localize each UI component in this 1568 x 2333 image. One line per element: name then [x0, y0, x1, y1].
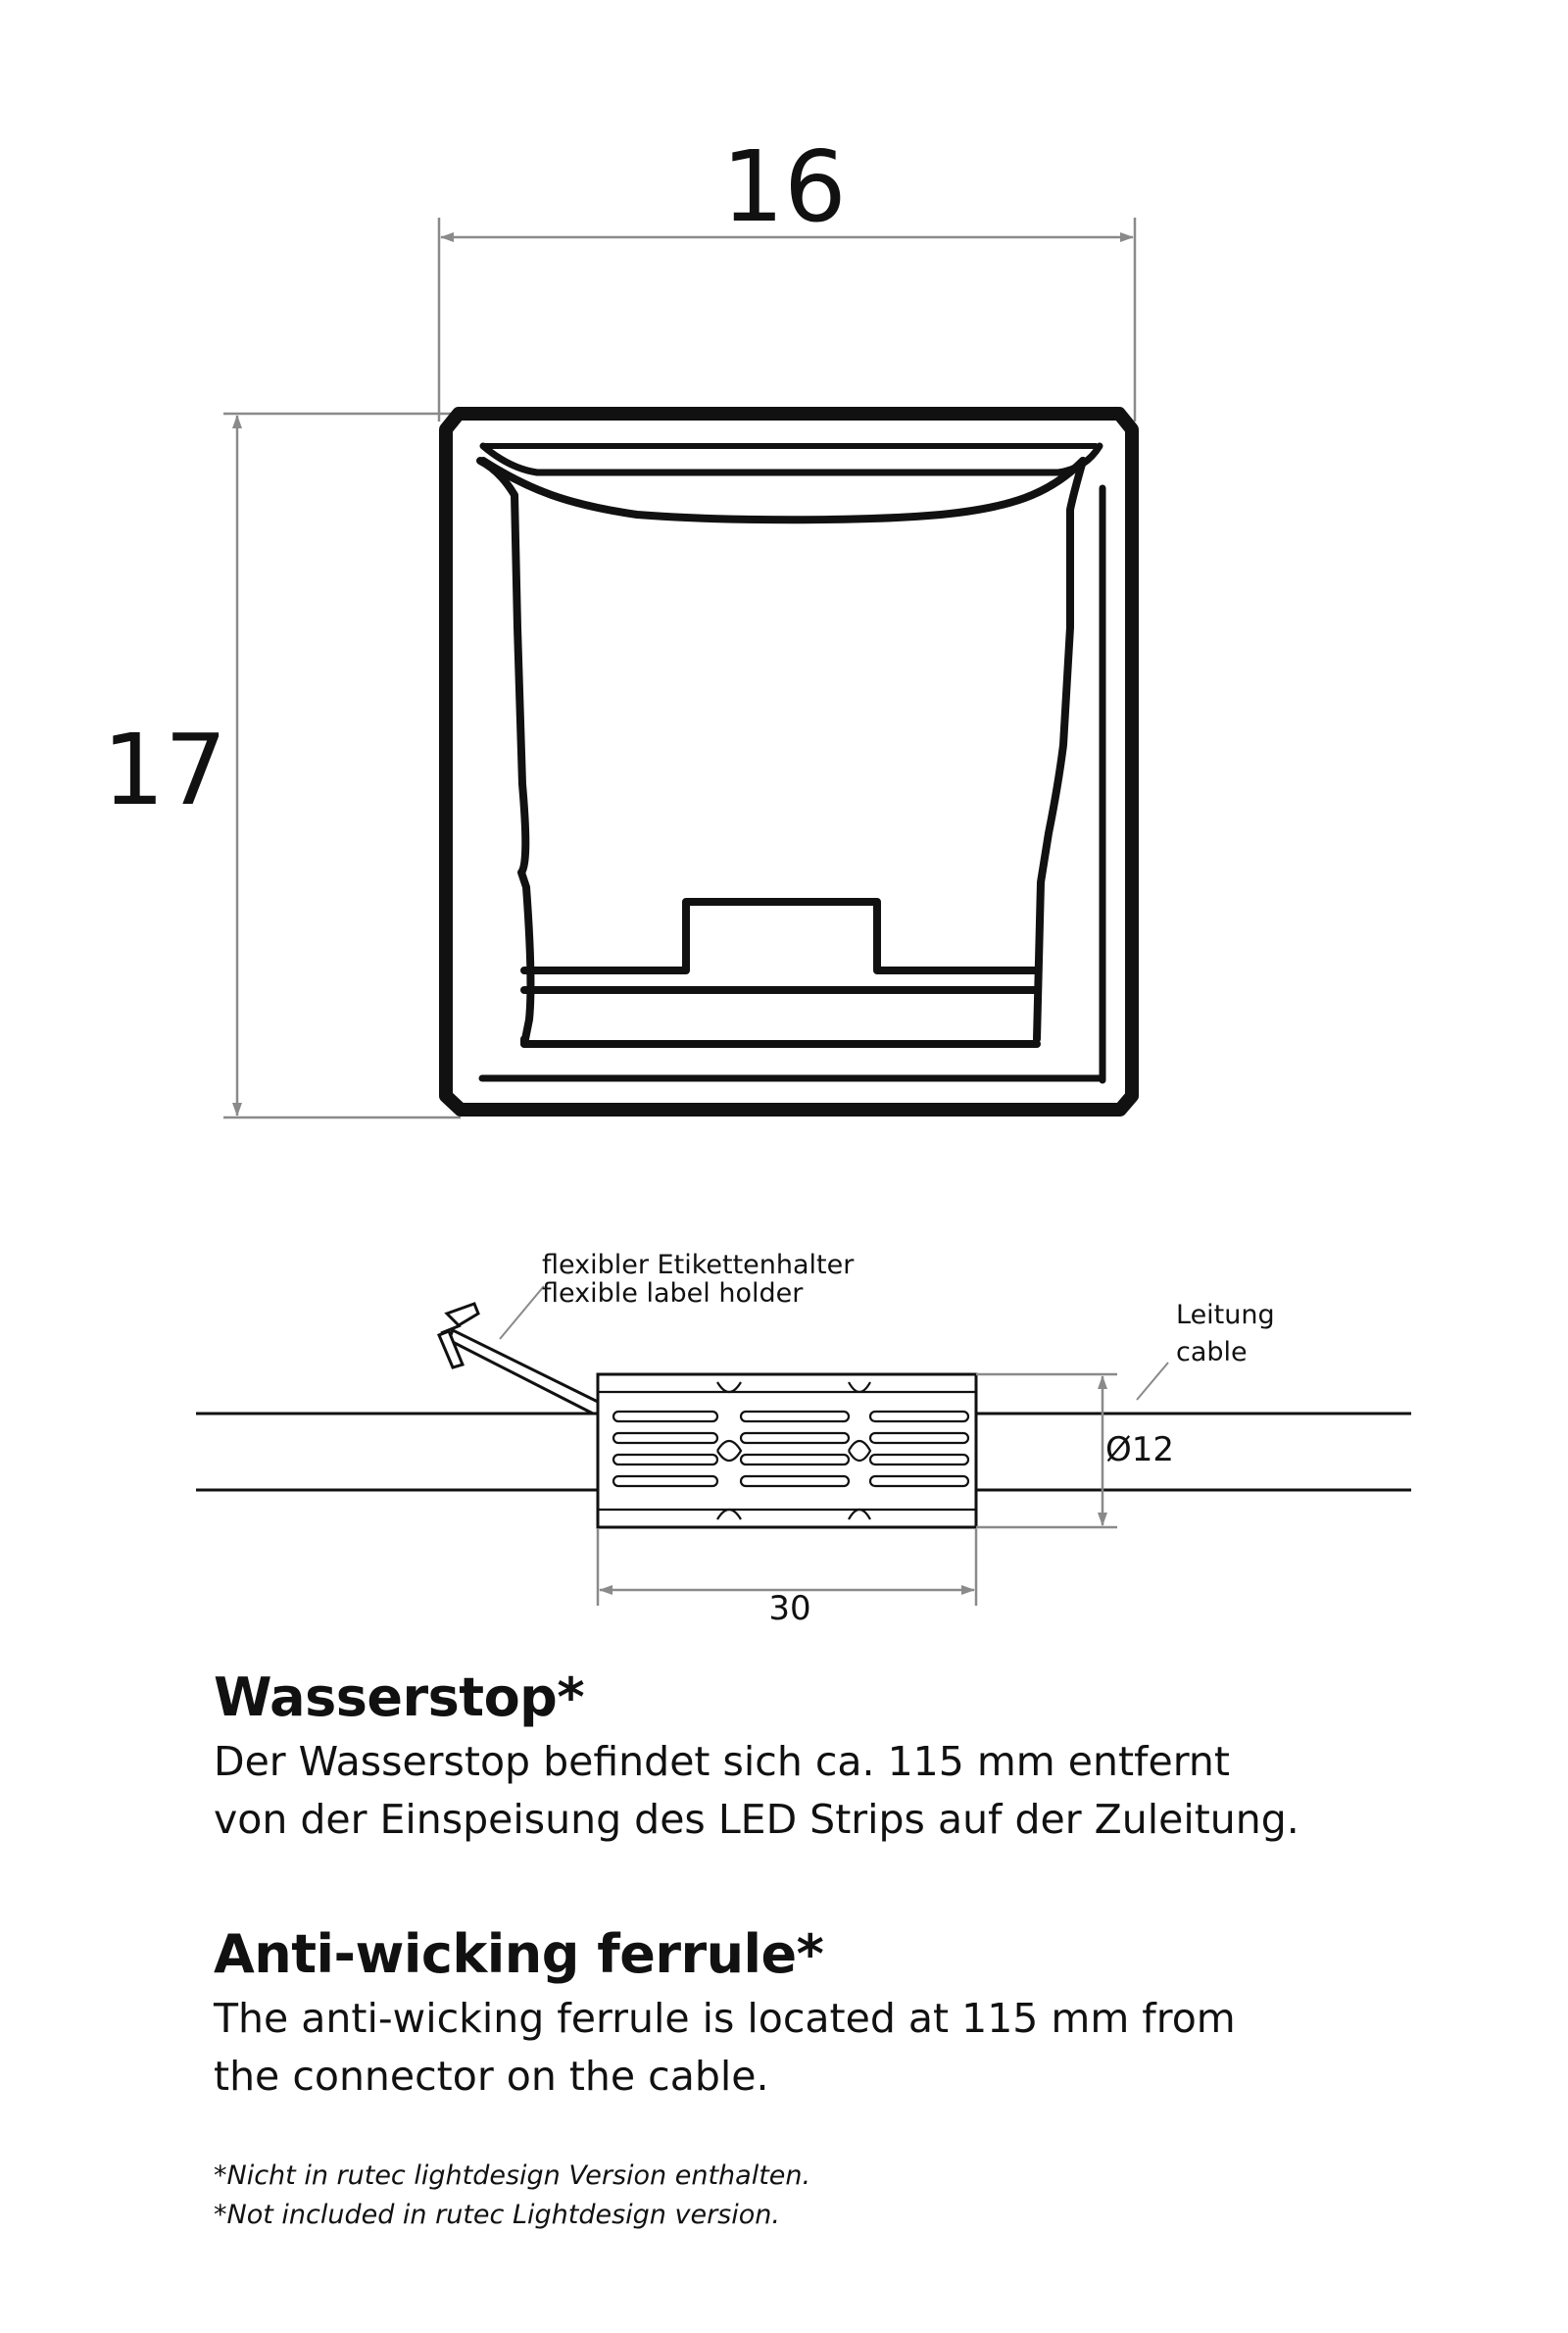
width-label: 16: [721, 129, 846, 244]
footnote-de: *Nicht in rutec lightdesign Version enth…: [214, 2160, 811, 2191]
profile-outline: [439, 407, 1139, 1117]
section-line: von der Einspeisung des LED Strips auf d…: [214, 1796, 1299, 1843]
cable-label-de: Leitung: [1176, 1300, 1275, 1330]
footnotes: *Nicht in rutec lightdesign Version enth…: [214, 2157, 1488, 2235]
diameter-label: Ø12: [1105, 1430, 1174, 1469]
length-dimension: [596, 1529, 978, 1606]
cable-label-en: cable: [1176, 1337, 1248, 1367]
length-label: 30: [768, 1589, 810, 1628]
section-heading: Anti-wicking ferrule*: [214, 1923, 824, 1985]
section-body: The anti-wicking ferrule is located at 1…: [214, 1990, 1488, 2106]
section-anti-wicking: Anti-wicking ferrule* The anti-wicking f…: [214, 1923, 1488, 2106]
leader-lines: [499, 1285, 1169, 1401]
ferrule-body: [596, 1372, 978, 1529]
diameter-dimension: [976, 1372, 1117, 1529]
ferrule-ribs: [598, 1381, 976, 1520]
height-dimension: [223, 412, 461, 1119]
label-holder: [437, 1302, 599, 1415]
footnote-en: *Not included in rutec Lightdesign versi…: [214, 2200, 780, 2230]
cable: [196, 1412, 1411, 1492]
section-line: Der Wasserstop befindet sich ca. 115 mm …: [214, 1738, 1230, 1785]
section-heading: Wasserstop*: [214, 1666, 585, 1728]
label-holder-label-en: flexible label holder: [542, 1278, 804, 1309]
section-line: the connector on the cable.: [214, 2053, 769, 2100]
section-line: The anti-wicking ferrule is located at 1…: [214, 1995, 1236, 2042]
profile-cross-section: 16 17: [102, 129, 1139, 1119]
ferrule-side-view: Ø12 30 flexibler Etikettenhalter flexibl…: [196, 1250, 1411, 1628]
label-holder-label-de: flexibler Etikettenhalter: [542, 1250, 855, 1280]
height-label: 17: [102, 713, 226, 827]
width-dimension: [437, 218, 1137, 422]
section-body: Der Wasserstop befindet sich ca. 115 mm …: [214, 1733, 1488, 1849]
section-wasserstop: Wasserstop* Der Wasserstop befindet sich…: [214, 1666, 1488, 1849]
